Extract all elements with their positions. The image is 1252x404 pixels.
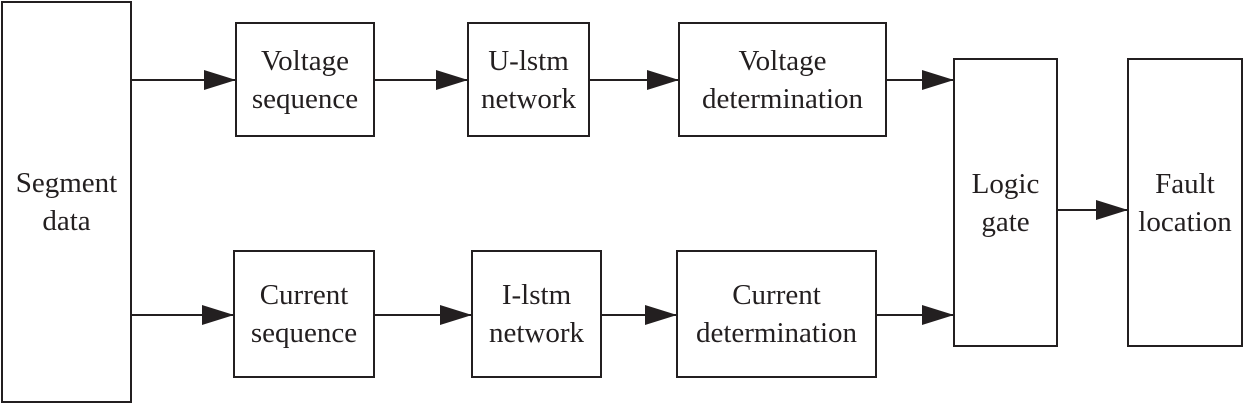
segment-data-label: Segment data (15, 167, 118, 237)
current-sequence-label: Current sequence (250, 279, 358, 349)
voltage-determination-label: Voltage determination (701, 44, 864, 115)
segment-data-box: Segment data (1, 1, 132, 403)
fault-location-label: Fault location (1138, 167, 1232, 238)
logic-gate-label: Logic gate (971, 167, 1040, 238)
voltage-determination-box: Voltage determination (678, 22, 887, 137)
u-lstm-network-box: U-lstm network (467, 22, 590, 137)
current-sequence-box: Current sequence (233, 250, 375, 378)
i-lstm-network-label: I-lstm network (488, 279, 585, 349)
u-lstm-network-label: U-lstm network (480, 44, 577, 115)
current-determination-label: Current determination (695, 279, 858, 349)
logic-gate-box: Logic gate (953, 58, 1058, 347)
fault-location-box: Fault location (1127, 58, 1243, 347)
i-lstm-network-box: I-lstm network (471, 250, 602, 378)
voltage-sequence-label: Voltage sequence (251, 44, 359, 115)
voltage-sequence-box: Voltage sequence (235, 22, 375, 137)
current-determination-box: Current determination (676, 250, 877, 378)
